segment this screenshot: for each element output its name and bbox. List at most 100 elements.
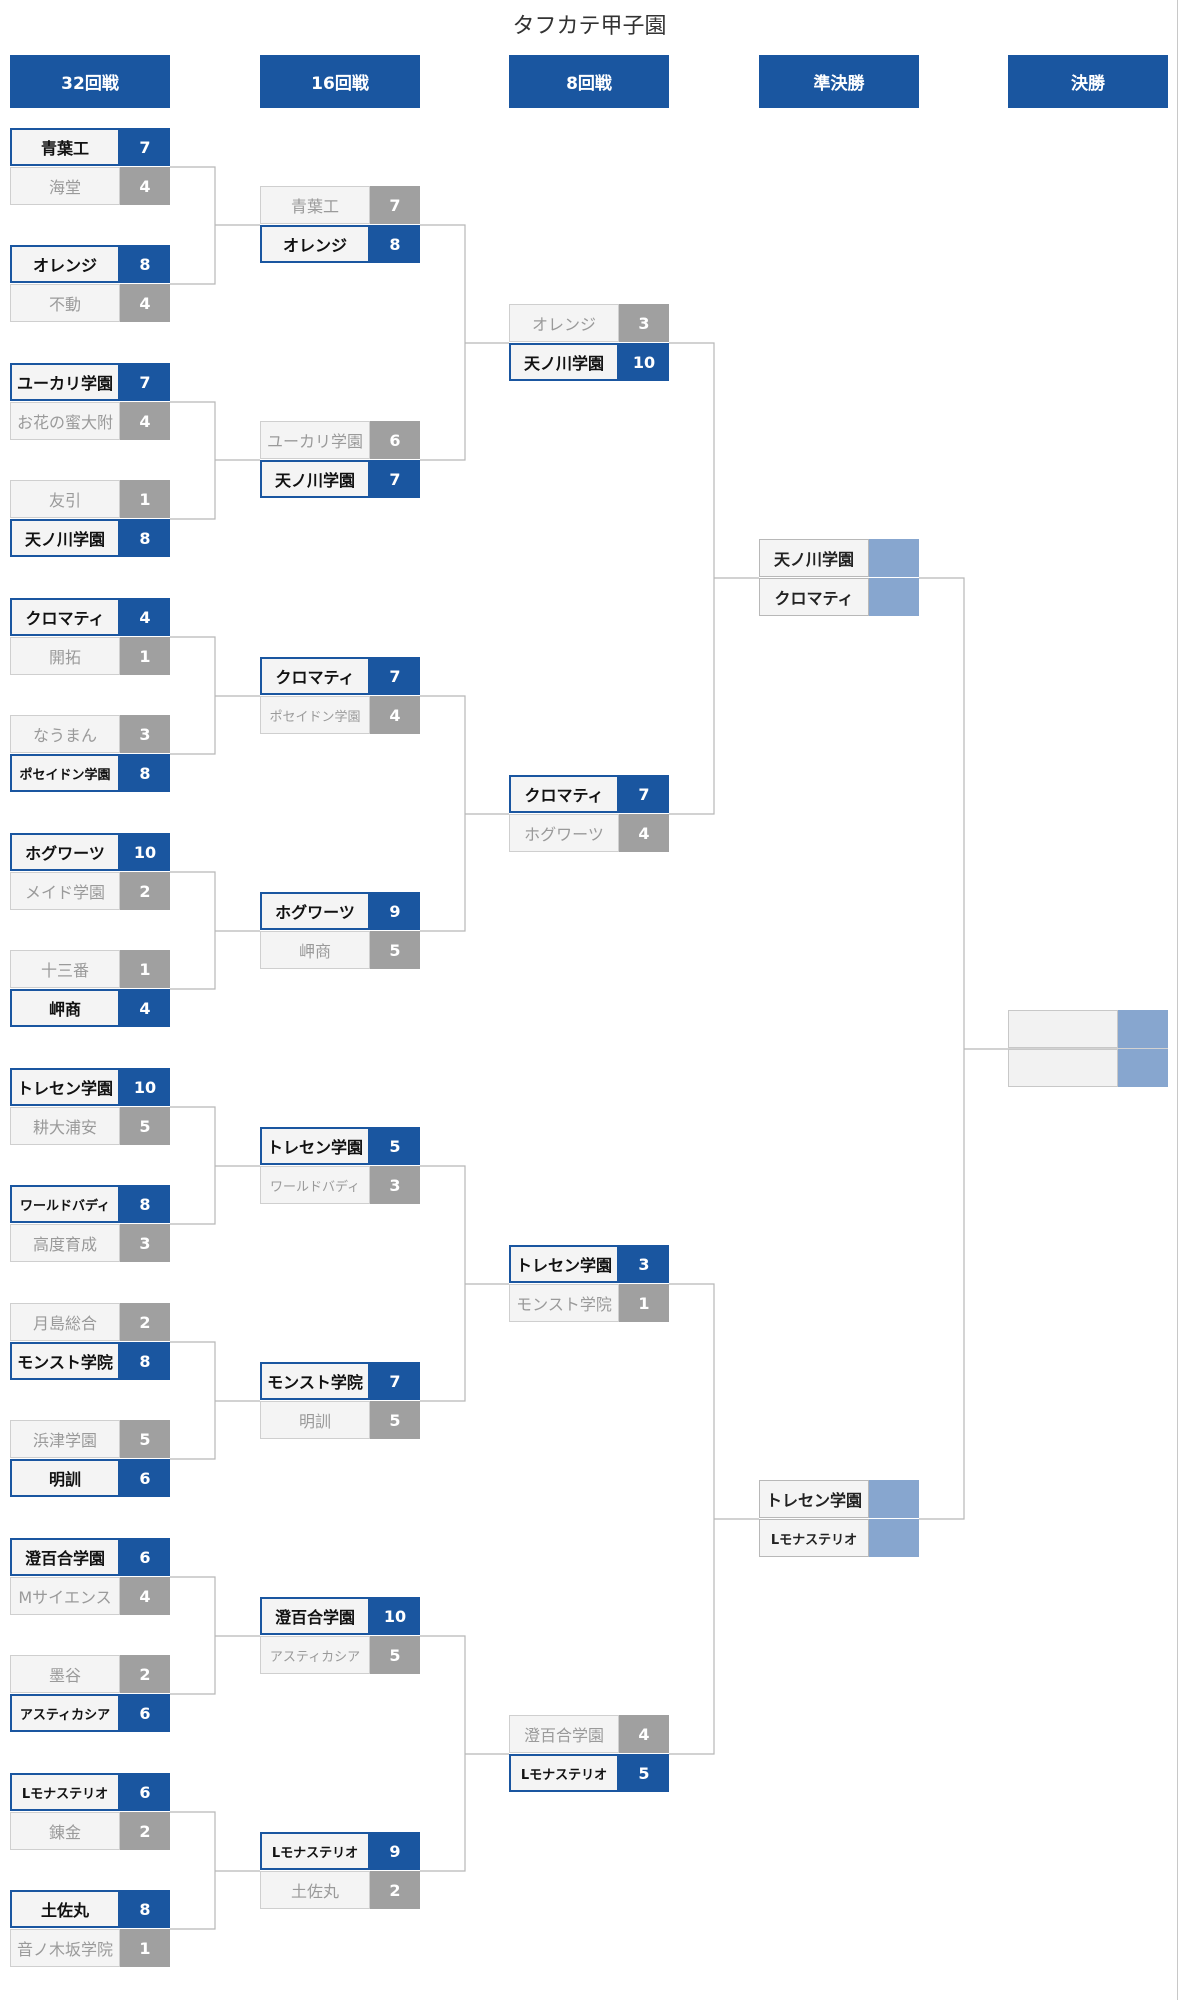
team-score: 5 xyxy=(619,1754,669,1792)
team-slot[interactable] xyxy=(1008,1010,1168,1048)
team-slot[interactable]: Lモナステリオ xyxy=(759,1519,919,1557)
team-score: 1 xyxy=(120,480,170,518)
connector-line xyxy=(170,636,216,755)
team-score: 5 xyxy=(120,1107,170,1145)
team-score xyxy=(869,578,919,616)
team-name: 澄百合学園 xyxy=(509,1715,619,1753)
team-name: 青葉工 xyxy=(260,186,370,224)
bracket-title: タフカテ甲子園 xyxy=(512,14,667,39)
team-name: 天ノ川学園 xyxy=(759,539,869,577)
team-score: 4 xyxy=(120,1577,170,1615)
team-score: 8 xyxy=(120,1185,170,1223)
team-slot[interactable]: 天ノ川学園 xyxy=(759,539,919,577)
team-name: トレセン学園 xyxy=(509,1245,619,1283)
team-name: 青葉工 xyxy=(10,128,120,166)
team-score: 7 xyxy=(370,186,420,224)
team-slot[interactable]: クロマティ xyxy=(759,578,919,616)
team-name: 開拓 xyxy=(10,637,120,675)
team-score: 6 xyxy=(120,1694,170,1732)
team-score: 8 xyxy=(120,245,170,283)
team-name: ホグワーツ xyxy=(260,892,370,930)
team-score: 2 xyxy=(120,1655,170,1693)
team-score: 5 xyxy=(370,1127,420,1165)
team-score: 2 xyxy=(370,1871,420,1909)
team-score: 1 xyxy=(120,637,170,675)
connector-line xyxy=(170,401,216,520)
connector-line xyxy=(170,1341,216,1460)
team-score: 3 xyxy=(370,1166,420,1204)
team-score: 3 xyxy=(120,715,170,753)
team-name: ホグワーツ xyxy=(10,833,120,871)
team-slot[interactable] xyxy=(1008,1049,1168,1087)
team-score xyxy=(869,1519,919,1557)
team-name: 友引 xyxy=(10,480,120,518)
round-header-8: 8回戦 xyxy=(509,55,669,108)
team-name: ホグワーツ xyxy=(509,814,619,852)
team-name: 耕大浦安 xyxy=(10,1107,120,1145)
team-slot[interactable]: トレセン学園 xyxy=(759,1480,919,1518)
team-score: 3 xyxy=(619,304,669,342)
team-name: 岬商 xyxy=(260,931,370,969)
team-name: クロマティ xyxy=(260,657,370,695)
team-score: 10 xyxy=(120,1068,170,1106)
team-score: 8 xyxy=(120,1890,170,1928)
